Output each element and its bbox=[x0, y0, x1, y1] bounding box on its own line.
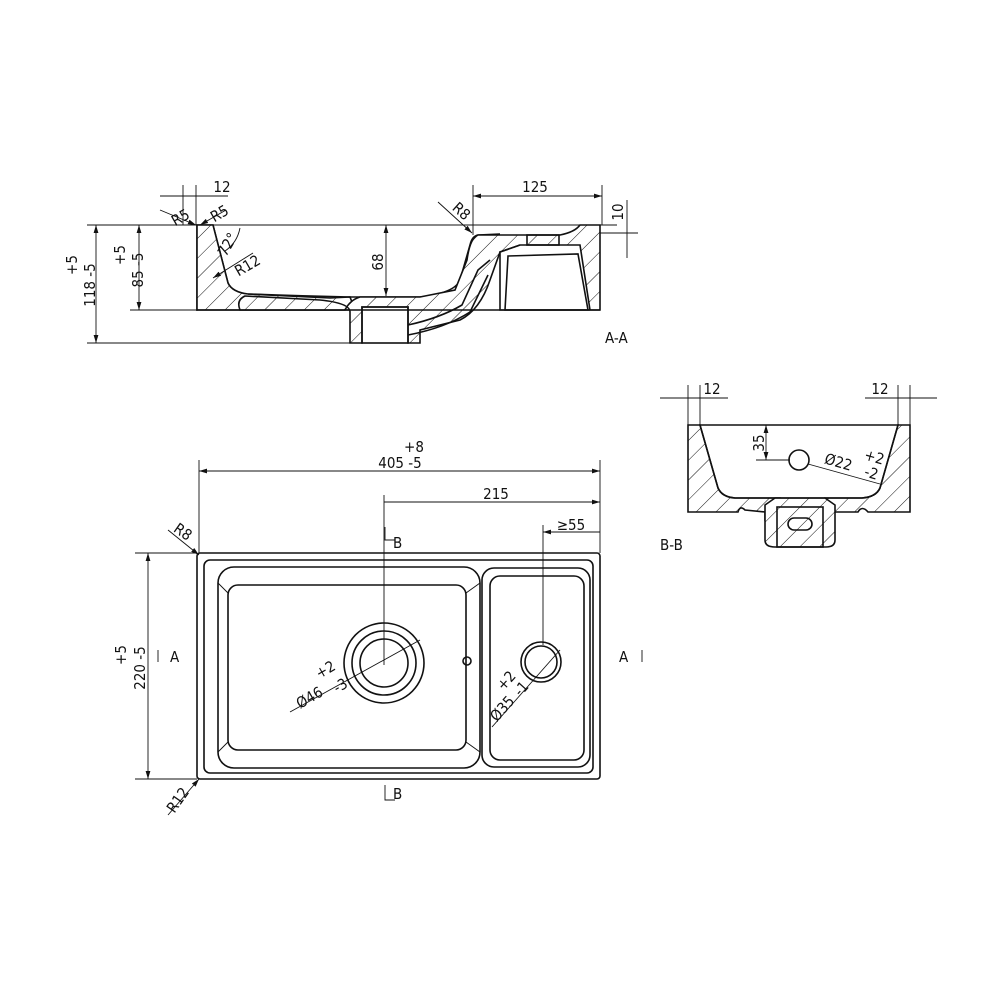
dim-aa-r5-left: R5 bbox=[168, 205, 193, 230]
dim-bb-12-left: 12 bbox=[703, 380, 720, 398]
section-marker-b-bottom: B bbox=[393, 785, 402, 803]
dim-aa-68: 68 bbox=[369, 253, 387, 270]
dim-plan-46-minus: -3 bbox=[330, 675, 351, 697]
dim-aa-85-tol: +5 bbox=[111, 245, 129, 265]
dim-plan-55: ≥55 bbox=[557, 516, 585, 534]
dim-plan-405: 405 -5 bbox=[378, 454, 422, 472]
dim-bb-35: 35 bbox=[750, 434, 768, 451]
dim-plan-220: 220 -5 bbox=[131, 646, 149, 690]
dim-bb-22-plus: +2 bbox=[862, 446, 886, 469]
section-marker-a-left: A bbox=[170, 648, 180, 666]
dim-plan-r12: R12 bbox=[163, 784, 193, 816]
dim-bb-22: Ø22 bbox=[823, 450, 855, 475]
section-b-b: 12 12 35 Ø22 +2 -2 B-B bbox=[660, 380, 937, 554]
plan-view: +8 405 -5 215 ≥55 R8 R12 B B A A +5 220 … bbox=[112, 438, 643, 816]
section-aa-label: A-A bbox=[605, 329, 628, 347]
dim-aa-125: 125 bbox=[522, 178, 548, 196]
section-marker-a-right: A bbox=[619, 648, 629, 666]
dim-aa-r12: R12 bbox=[232, 251, 264, 280]
dim-bb-22-minus: -2 bbox=[862, 463, 880, 484]
dim-aa-12: 12 bbox=[213, 178, 230, 196]
dim-aa-r8: R8 bbox=[449, 199, 474, 224]
dim-aa-118-tol: +5 bbox=[63, 255, 81, 275]
dim-aa-118: 118 -5 bbox=[81, 263, 99, 307]
dim-plan-215: 215 bbox=[483, 485, 509, 503]
dim-aa-r5-right: R5 bbox=[207, 201, 232, 226]
dim-aa-85: 85 -5 bbox=[129, 253, 147, 288]
dim-plan-405-tol: +8 bbox=[404, 438, 424, 456]
dim-plan-r8: R8 bbox=[170, 519, 195, 544]
dim-bb-12-right: 12 bbox=[871, 380, 888, 398]
section-bb-label: B-B bbox=[660, 536, 683, 554]
dim-plan-35: Ø35 bbox=[486, 692, 518, 725]
section-marker-b-top: B bbox=[393, 534, 402, 552]
dim-plan-220-tol: +5 bbox=[112, 645, 130, 665]
dim-aa-10: 10 bbox=[609, 203, 627, 220]
section-a-a: 12 R5 R5 72° R12 68 125 R8 10 +5 118 -5 … bbox=[63, 178, 638, 347]
